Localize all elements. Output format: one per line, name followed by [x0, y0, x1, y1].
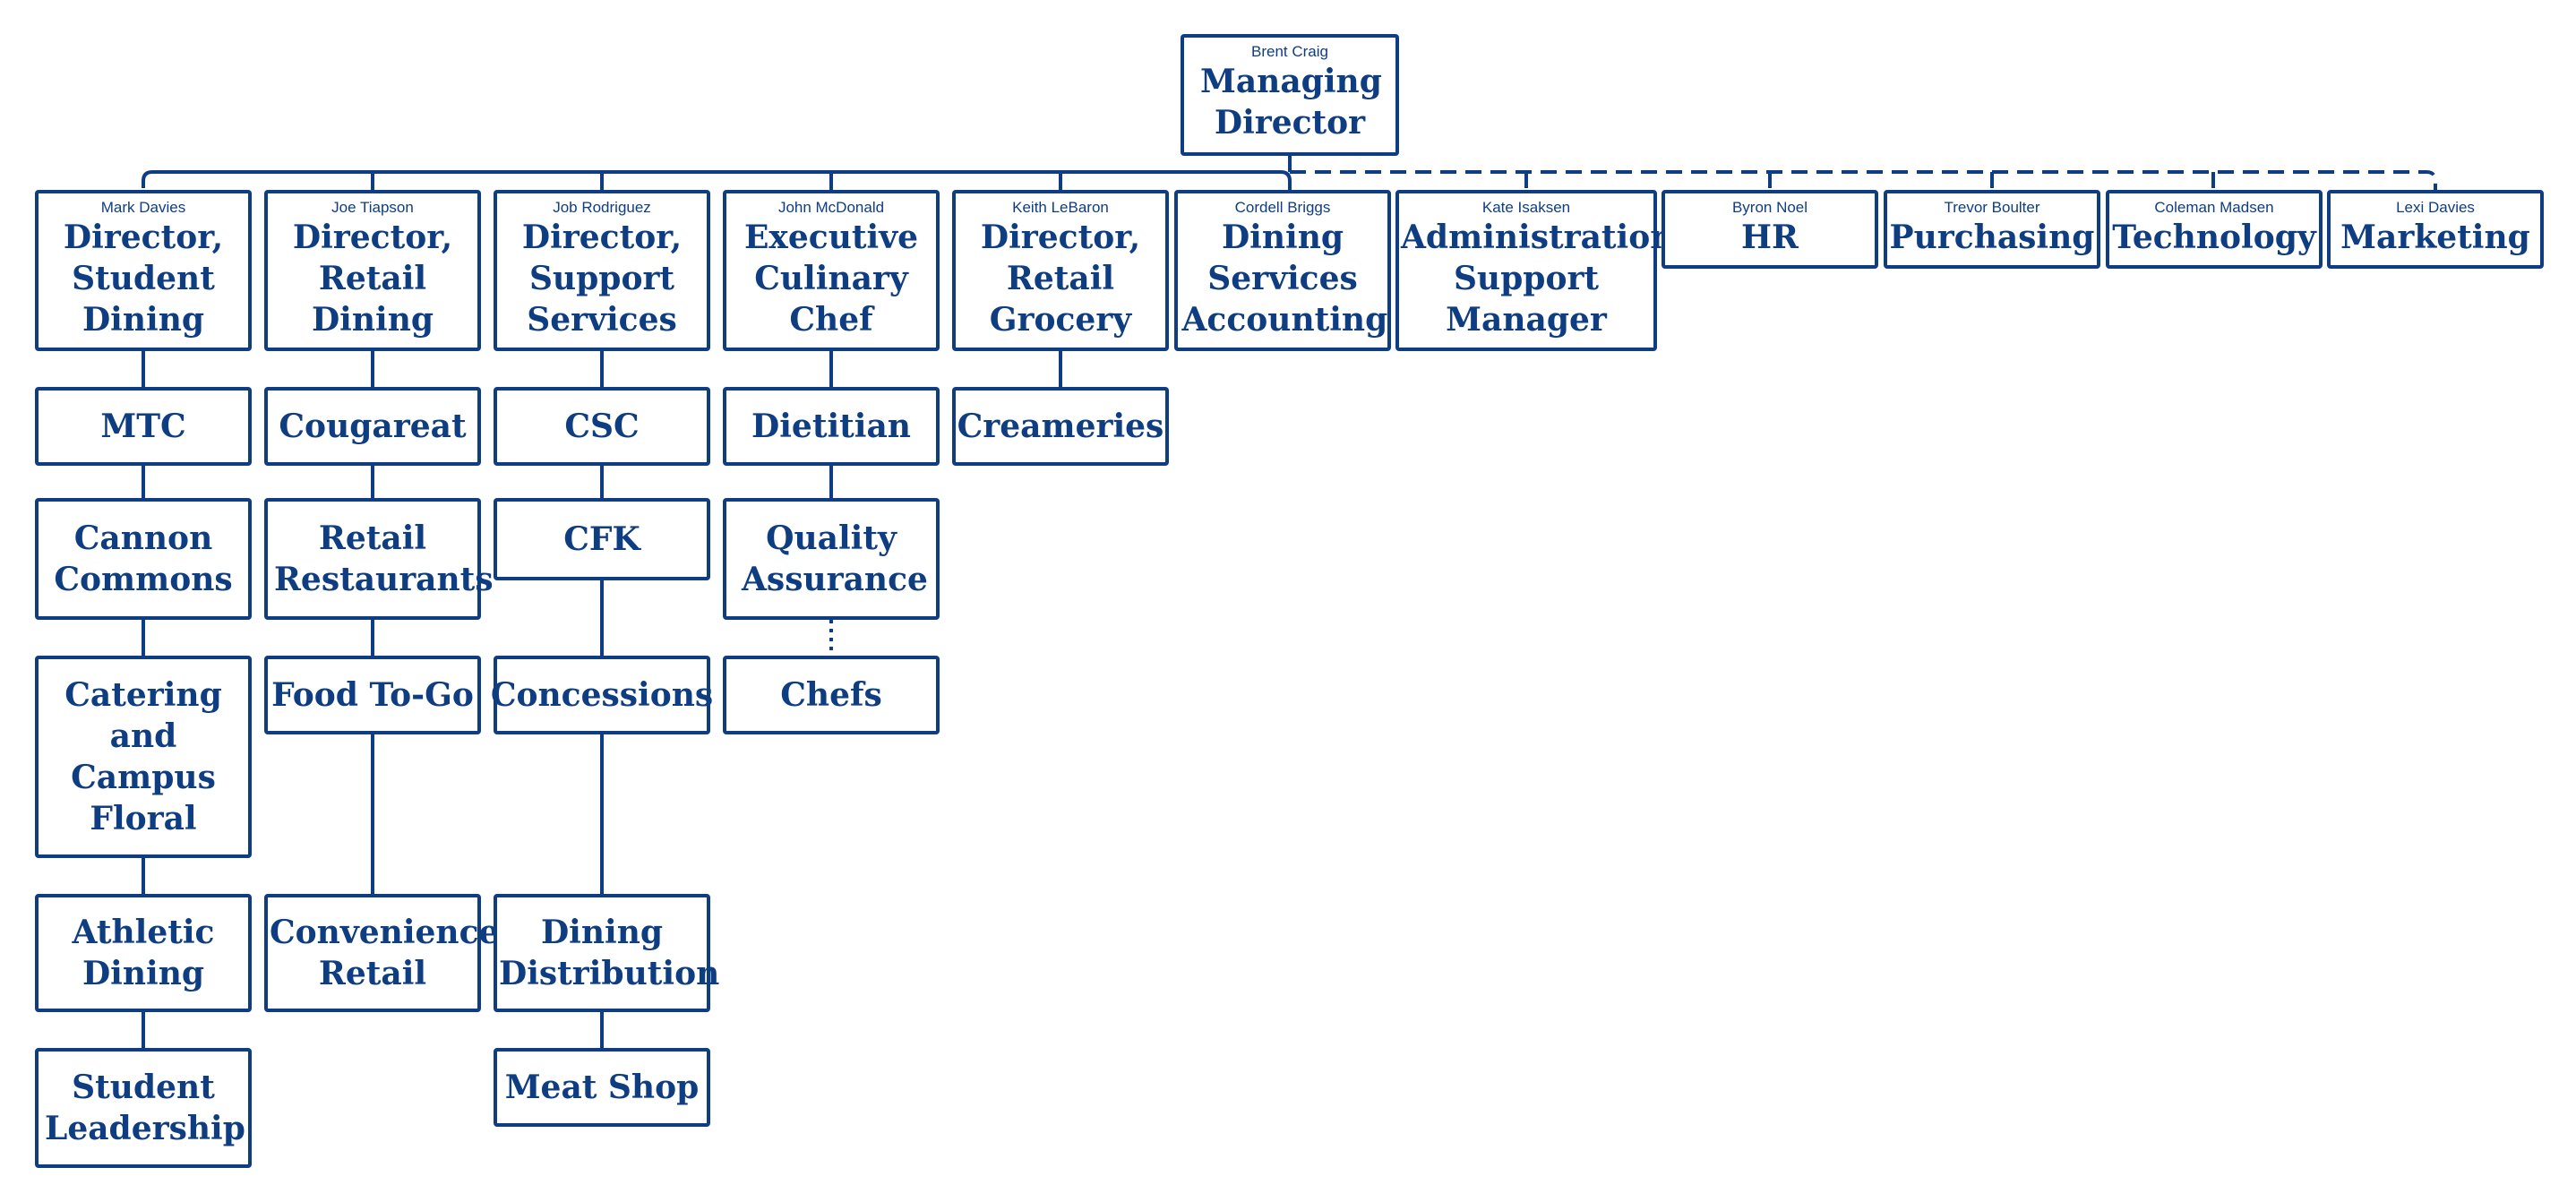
person-name: Brent Craig: [1251, 43, 1328, 60]
managing-director-box: Brent Craig Managing Director: [1181, 34, 1399, 156]
unit-box-mtc: MTC: [35, 387, 252, 466]
person-name: John McDonald: [777, 199, 885, 216]
connector-bus-dashed: [1290, 170, 2437, 190]
unit-label: MTC: [100, 408, 186, 445]
person-name: Byron Noel: [1731, 199, 1808, 216]
purchasing-box: Trevor Boulter Purchasing: [1884, 190, 2100, 269]
role-title: Director, Retail Grocery: [980, 219, 1141, 339]
dining-services-accounting-box: Cordell Briggs Dining Services Accountin…: [1174, 190, 1391, 351]
marketing-box: Lexi Davies Marketing: [2327, 190, 2544, 269]
unit-label: Chefs: [780, 676, 882, 714]
unit-label: Catering and Campus Floral: [64, 676, 222, 837]
unit-box-dietitian: Dietitian: [723, 387, 940, 466]
unit-box-chefs: Chefs: [723, 656, 940, 734]
person-name: Trevor Boulter: [1944, 199, 2040, 216]
person-name: Job Rodriguez: [553, 199, 651, 216]
unit-label: Retail Restaurants: [274, 519, 494, 598]
unit-label: Student Leadership: [45, 1069, 245, 1147]
unit-label: Food To-Go: [271, 676, 474, 714]
unit-label: CFK: [563, 520, 640, 558]
hr-box: Byron Noel HR: [1662, 190, 1878, 269]
connector-bus-solid: [142, 170, 1292, 190]
role-title: Director, Support Services: [521, 219, 683, 339]
role-title: Technology: [2112, 219, 2316, 256]
unit-box-creameries: Creameries: [952, 387, 1169, 466]
role-title: Purchasing: [1889, 219, 2095, 256]
unit-box-cougareat: Cougareat: [264, 387, 481, 466]
unit-box-dining-distribution: Dining Distribution: [494, 894, 720, 1012]
role-title: Marketing: [2340, 219, 2530, 256]
unit-box-cannon-commons: Cannon Commons: [35, 498, 252, 620]
unit-box-csc: CSC: [494, 387, 710, 466]
person-name: Keith LeBaron: [1012, 199, 1109, 216]
person-name: Mark Davies: [100, 199, 186, 216]
unit-box-meat-shop: Meat Shop: [494, 1048, 710, 1127]
unit-box-retail-restaurants: Retail Restaurants: [264, 498, 494, 620]
executive-culinary-chef-box: John McDonald Executive Culinary Chef: [723, 190, 940, 351]
director-retail-grocery-box: Keith LeBaron Director, Retail Grocery: [952, 190, 1169, 351]
unit-label: Creameries: [957, 408, 1164, 445]
person-name: Kate Isaksen: [1481, 199, 1571, 216]
role-title: Managing Director: [1200, 63, 1382, 142]
role-title: Director, Retail Dining: [292, 219, 453, 339]
person-name: Coleman Madsen: [2154, 199, 2274, 216]
director-student-dining-box: Mark Davies Director, Student Dining: [35, 190, 252, 351]
role-title: Administration Support Manager: [1401, 219, 1674, 339]
unit-label: Convenience Retail: [270, 914, 500, 992]
unit-box-convenience-retail: Convenience Retail: [264, 894, 500, 1012]
role-title: Director, Student Dining: [63, 219, 224, 339]
unit-label: Quality Assurance: [742, 519, 928, 598]
director-retail-dining-box: Joe Tiapson Director, Retail Dining: [264, 190, 481, 351]
unit-box-student-leadership: Student Leadership: [35, 1048, 252, 1168]
role-title: Dining Services Accounting: [1181, 219, 1388, 339]
unit-box-concessions: Concessions: [490, 656, 714, 734]
unit-box-food-to-go: Food To-Go: [264, 656, 481, 734]
unit-box-quality-assurance: Quality Assurance: [723, 498, 940, 620]
administration-support-manager-box: Kate Isaksen Administration Support Mana…: [1395, 190, 1674, 351]
unit-box-catering-campus-floral: Catering and Campus Floral: [35, 656, 252, 858]
person-name: Joe Tiapson: [331, 199, 414, 216]
role-title: Executive Culinary Chef: [743, 219, 919, 339]
unit-label: Athletic Dining: [72, 914, 215, 992]
unit-label: CSC: [564, 408, 640, 445]
director-support-services-box: Job Rodriguez Director, Support Services: [494, 190, 710, 351]
unit-box-cfk: CFK: [494, 498, 710, 580]
technology-box: Coleman Madsen Technology: [2106, 190, 2323, 269]
unit-label: Dining Distribution: [499, 914, 720, 992]
unit-label: Dietitian: [751, 408, 911, 445]
person-name: Cordell Briggs: [1234, 199, 1331, 216]
person-name: Lexi Davies: [2396, 199, 2475, 216]
unit-label: Cannon Commons: [54, 519, 233, 598]
unit-label: Meat Shop: [504, 1069, 700, 1106]
unit-label: Cougareat: [279, 408, 467, 445]
role-title: HR: [1741, 219, 1799, 256]
unit-box-athletic-dining: Athletic Dining: [35, 894, 252, 1012]
unit-label: Concessions: [490, 676, 714, 714]
